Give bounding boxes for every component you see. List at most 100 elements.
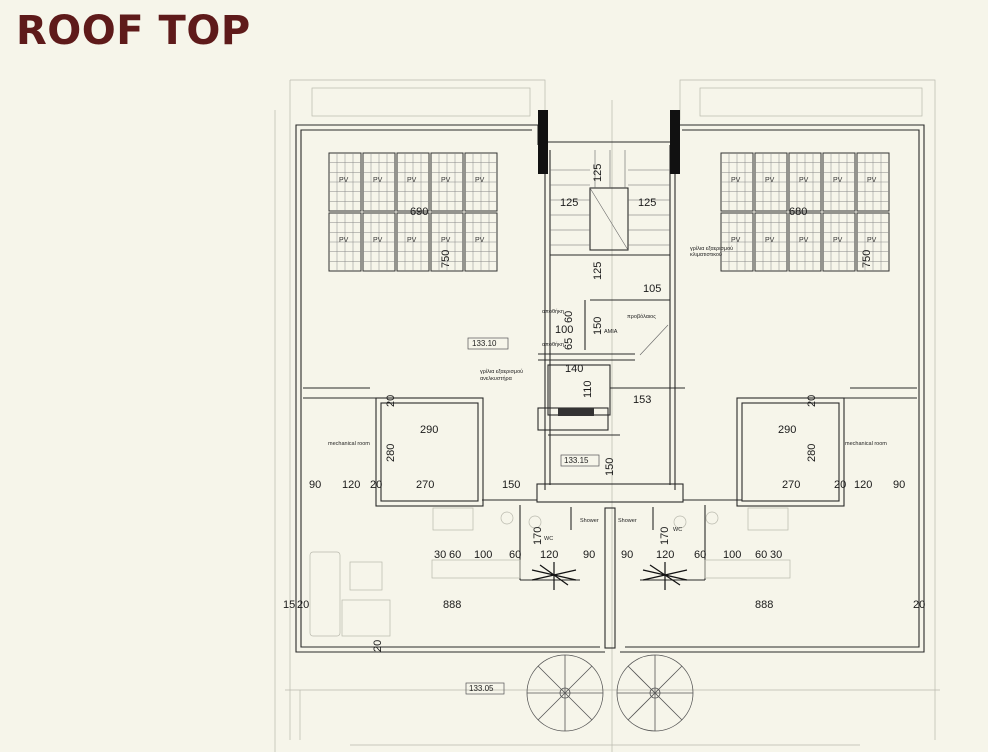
dim-150b: 150 bbox=[604, 458, 616, 476]
dim-mech-l-20: 20 bbox=[385, 395, 397, 407]
right-wing-outline bbox=[620, 124, 925, 653]
pv-label: PV bbox=[407, 237, 417, 244]
dim-mech-l-bot: 270 bbox=[416, 479, 434, 491]
plants bbox=[531, 562, 688, 590]
pv-label: PV bbox=[475, 177, 485, 184]
table bbox=[349, 561, 383, 591]
pv-label: PV bbox=[373, 237, 383, 244]
dim-pv-right-w: 680 bbox=[789, 206, 807, 218]
bench-left bbox=[431, 559, 521, 579]
dim-bath-l-120: 120 bbox=[540, 549, 558, 561]
sink-left bbox=[432, 507, 474, 531]
dim-pv-left-h: 750 bbox=[440, 250, 452, 268]
dim-mech-r-top: 290 bbox=[778, 424, 796, 436]
cover-diag bbox=[639, 324, 669, 356]
dim-row-l-90: 90 bbox=[309, 479, 321, 491]
parapet-left bbox=[311, 87, 531, 117]
bench-right bbox=[704, 559, 791, 579]
toilet-left bbox=[528, 515, 542, 529]
pv-label: PV bbox=[441, 177, 451, 184]
dim-bath-l-90: 90 bbox=[583, 549, 595, 561]
sink-right bbox=[747, 507, 789, 531]
dim-bath-r-30: 30 bbox=[770, 549, 782, 561]
dim-bath-r-90: 90 bbox=[621, 549, 633, 561]
right-wing-inner bbox=[625, 129, 920, 648]
construction-lines bbox=[274, 79, 940, 752]
dim-60: 60 bbox=[563, 311, 575, 323]
mech-room-right-inner bbox=[741, 402, 840, 502]
pv-label: PV bbox=[339, 237, 349, 244]
lift-grille-note-2: ανελκυστήρα bbox=[480, 375, 513, 382]
left-wing-inner bbox=[300, 129, 600, 648]
shower-left-label: Shower bbox=[580, 518, 599, 524]
dim-mech-r-bot: 270 bbox=[782, 479, 800, 491]
level-bottom: 133.05 bbox=[469, 684, 494, 693]
dim-edge-15: 15 bbox=[283, 599, 295, 611]
dim-edge-20-bottom: 20 bbox=[372, 640, 384, 652]
mech-room-right-outer bbox=[736, 397, 845, 507]
mech-room-left-label: mechanical room bbox=[328, 441, 370, 447]
dim-stair-right: 125 bbox=[638, 197, 656, 209]
pv-label: PV bbox=[867, 177, 877, 184]
level-stair: 133.15 bbox=[564, 456, 589, 465]
left-wing-outline bbox=[295, 124, 605, 653]
stair-well bbox=[589, 187, 629, 251]
dim-bath-l-100: 100 bbox=[474, 549, 492, 561]
storage-note-2: αποθήκη bbox=[542, 341, 564, 348]
umbrella-rib bbox=[627, 665, 683, 721]
stair-treads bbox=[550, 150, 670, 356]
dim-terrace-right: 888 bbox=[755, 599, 773, 611]
storage-note: αποθήκη bbox=[542, 308, 564, 315]
level-main: 133.10 bbox=[472, 339, 497, 348]
column-left bbox=[538, 110, 548, 174]
dim-150a: 150 bbox=[592, 317, 604, 335]
dim-row-l-20: 20 bbox=[370, 479, 382, 491]
dim-bath-r-60b: 60 bbox=[755, 549, 767, 561]
dim-pv-right-h: 750 bbox=[861, 250, 873, 268]
mech-room-right-label: mechanical room bbox=[845, 441, 887, 447]
ac-grille-note: γρίλια εξαερισμού bbox=[690, 245, 733, 252]
dim-row-l-120: 120 bbox=[342, 479, 360, 491]
dim-bath-r-60: 60 bbox=[694, 549, 706, 561]
pv-label: PV bbox=[833, 237, 843, 244]
stair-exit-frame bbox=[536, 483, 684, 503]
dim-terrace-left: 888 bbox=[443, 599, 461, 611]
pv-label: PV bbox=[765, 237, 775, 244]
dim-100: 100 bbox=[555, 324, 573, 336]
pv-label: PV bbox=[765, 177, 775, 184]
level-box-main bbox=[467, 337, 509, 350]
ac-grille-note-2: κλιματιστικού bbox=[690, 251, 722, 258]
umbrella-rib bbox=[537, 665, 593, 721]
level-box-stair bbox=[560, 454, 600, 467]
dim-stair-mid: 125 bbox=[592, 262, 604, 280]
pv-label: PV bbox=[799, 237, 809, 244]
outer-envelope bbox=[290, 79, 546, 120]
dim-105: 105 bbox=[643, 283, 661, 295]
wc-right-label: WC bbox=[673, 527, 682, 533]
cover-note: προβόλαιος bbox=[627, 313, 656, 320]
dim-170-left: 170 bbox=[532, 527, 544, 545]
dim-170-right: 170 bbox=[659, 527, 671, 545]
pv-label: PV bbox=[373, 177, 383, 184]
dim-bath-r-100: 100 bbox=[723, 549, 741, 561]
sofa bbox=[309, 551, 341, 637]
dim-row-r-20: 20 bbox=[834, 479, 846, 491]
dim-edge-20-right: 20 bbox=[913, 599, 925, 611]
parapet-right bbox=[699, 87, 923, 117]
dim-bath-l-60: 60 bbox=[449, 549, 461, 561]
lift-equipment bbox=[558, 408, 594, 416]
well-diag bbox=[589, 187, 629, 251]
dim-edge-20-left: 20 bbox=[297, 599, 309, 611]
dim-bath-r-120: 120 bbox=[656, 549, 674, 561]
pv-label: PV bbox=[475, 237, 485, 244]
shower-right-label: Shower bbox=[618, 518, 637, 524]
mech-room-left-outer bbox=[375, 397, 484, 507]
furniture bbox=[309, 507, 791, 637]
lounge-chair bbox=[341, 599, 391, 637]
walls bbox=[295, 124, 925, 653]
dim-bath-l-30: 30 bbox=[434, 549, 446, 561]
wc-left-label: WC bbox=[544, 536, 553, 542]
